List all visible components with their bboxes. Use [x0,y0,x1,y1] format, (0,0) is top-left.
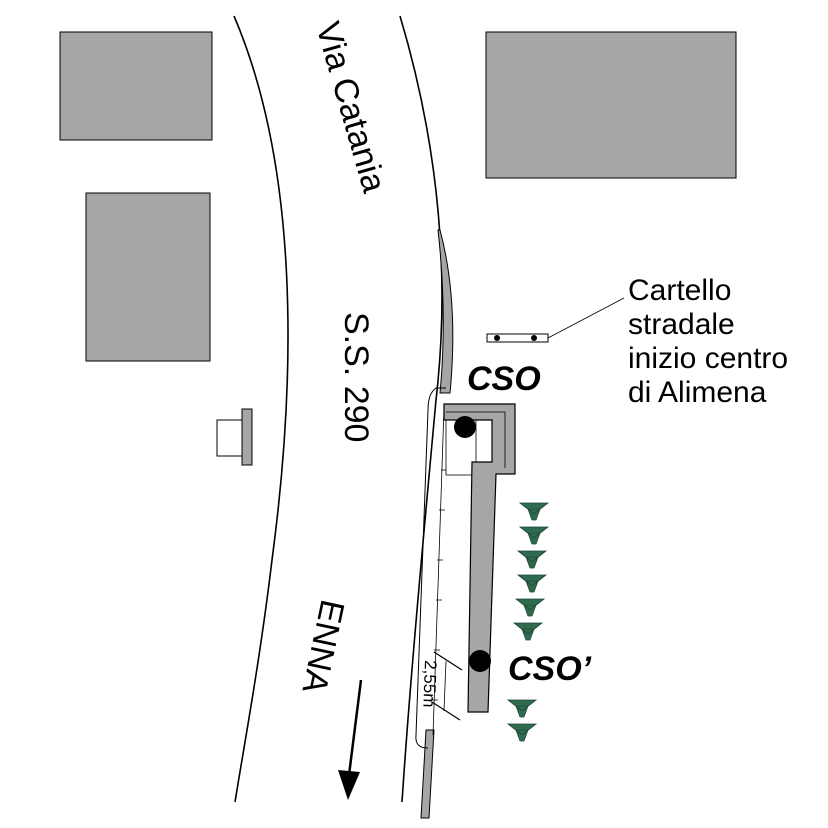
road-code-label: S.S. 290 [337,312,375,442]
tree-icon [512,622,544,641]
sign-label-line1: Cartello [628,274,731,307]
guard-rail-lower [420,729,435,819]
vegetation-group [506,502,550,742]
tree-icon [516,550,548,569]
building-top-right [485,31,737,179]
cso-label: CSO [467,360,541,398]
tree-icon [506,723,538,742]
tree-icon [518,526,550,545]
sign-label-line2: stradale [628,308,735,341]
road-edge-right [399,15,443,803]
road-sign-post-right [531,335,537,341]
sign-label-line3: inizio centro [628,342,788,375]
distance-ticks [431,651,463,721]
l-shaped-wall [443,403,516,713]
l-shaped-wall-inner [446,411,506,468]
measurement-point-cso-prime [469,650,491,672]
sign-label-line4: di Alimena [628,376,767,409]
tree-icon [514,598,546,617]
road-edge-left [233,15,289,803]
road-sign-post-left [494,335,500,341]
small-structure-box [216,419,244,457]
cso-prime-label: CSO’ [508,650,592,688]
building-top-left [59,31,213,141]
distance-label: 2,55m [419,660,440,708]
measurement-point-cso [454,416,476,438]
road-sign-leader-line [547,297,625,339]
distance-line [443,660,447,712]
sidewalk-outline [415,387,446,749]
sidewalk-inner-line [432,407,445,736]
tree-icon [506,699,538,718]
guard-rail-upper [437,229,454,394]
tree-icon [516,574,548,593]
building-mid-left [85,192,211,362]
arrow-down-icon [338,679,363,800]
tree-icon [518,502,550,521]
small-structure-post [241,408,253,466]
